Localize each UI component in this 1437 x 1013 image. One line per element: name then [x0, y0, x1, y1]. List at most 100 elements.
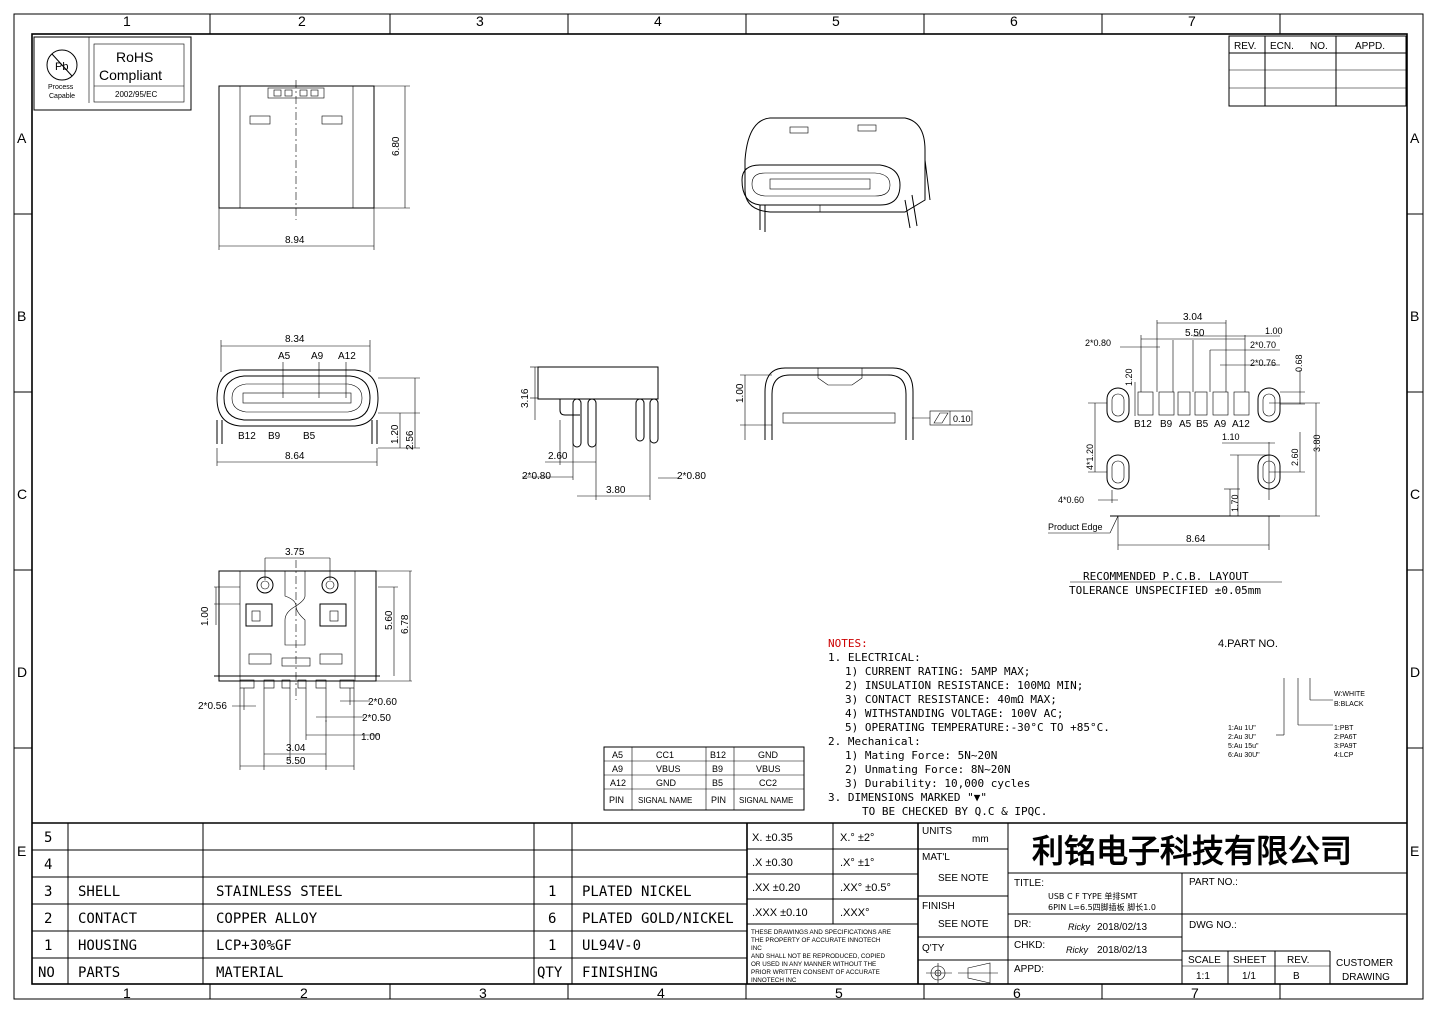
- bom-row3-material: STAINLESS STEEL: [216, 884, 342, 900]
- bottom-view: 3.75 6.78 5.60 1.00 2*0.56 2*0: [198, 547, 412, 770]
- row-a-label: A: [17, 130, 27, 146]
- dim-side-3-80: 3.80: [606, 485, 626, 496]
- projection-icon: [926, 962, 998, 984]
- col-6-label: 6: [1010, 13, 1018, 29]
- tol-x2: .XX ±0.20: [752, 882, 800, 894]
- chkd-label: CHKD:: [1014, 940, 1045, 951]
- qty-label: Q'TY: [922, 943, 945, 954]
- dim-bottom-3-04: 3.04: [286, 743, 306, 754]
- dr-label: DR:: [1014, 919, 1031, 930]
- bom-header-no: NO: [38, 965, 55, 981]
- tol-x3-deg: .XXX°: [840, 907, 869, 919]
- title-line-2: 6PIN L=6.5四脚插板 脚长1.0: [1048, 902, 1156, 912]
- note-line-4: 3) CONTACT RESISTANCE: 40mΩ MAX;: [845, 693, 1057, 706]
- bom-header-finish: FINISHING: [582, 965, 658, 981]
- pcb-dim-4-060: 4*0.60: [1058, 495, 1084, 505]
- units-value: mm: [972, 834, 989, 845]
- chkd-name: Ricky: [1066, 945, 1088, 955]
- rohs-capable: Capable: [49, 93, 75, 100]
- disclaimer-6: PRIOR WRITTEN CONSENT OF ACCURATE: [751, 969, 880, 976]
- dim-bottom-3-75: 3.75: [285, 547, 305, 558]
- dim-top-width: 8.94: [285, 235, 305, 246]
- col-7-label: 7: [1188, 13, 1196, 29]
- appd-label: APPD:: [1014, 964, 1044, 975]
- pin-table-r1c4: GND: [758, 750, 779, 760]
- bom-row1-finish: UL94V-0: [582, 938, 641, 954]
- bom-row2-part: CONTACT: [78, 911, 138, 927]
- title-block: UNITS mm MAT'L SEE NOTE FINISH SEE NOTE …: [918, 823, 1407, 984]
- pin-table-r2c4: VBUS: [756, 764, 781, 774]
- scale-value: 1:1: [1196, 971, 1210, 982]
- col-6-label-bottom: 6: [1013, 985, 1021, 1001]
- bom-row2-finish: PLATED GOLD/NICKEL: [582, 911, 734, 927]
- tol-x1: .X ±0.30: [752, 857, 793, 869]
- part-plat-2: 2:Au 3U": [1228, 734, 1256, 741]
- bom-row1-qty: 1: [548, 938, 556, 954]
- dim-side-pin-right: 2*0.80: [677, 471, 706, 482]
- pcb-pad-b9: B9: [1160, 419, 1173, 430]
- tol-x2-deg: .XX° ±0.5°: [840, 882, 891, 894]
- rohs-pb-symbol: Pb: [55, 61, 68, 73]
- front-pin-b12: B12: [238, 431, 256, 442]
- row-c-label-right: C: [1410, 486, 1420, 502]
- pcb-dim-5-50: 5.50: [1185, 328, 1205, 339]
- dim-side-2-60: 2.60: [548, 451, 568, 462]
- pin-table-r1c1: A5: [612, 750, 623, 760]
- pcb-dim-3-80: 3.80: [1312, 434, 1322, 452]
- pin-table-h4: SIGNAL NAME: [739, 796, 793, 805]
- finish-value: SEE NOTE: [938, 919, 989, 930]
- part-no-label: PART NO.:: [1189, 877, 1238, 888]
- pcb-dim-4-120: 4*1.20: [1085, 444, 1095, 470]
- matl-label: MAT'L: [922, 852, 950, 863]
- dim-side-pin-left: 2*0.80: [522, 471, 551, 482]
- front-view: 8.34 A5 A9 A12 B12 B9 B5 8.64 1.20 2.56: [216, 334, 420, 466]
- note-line-9: 2) Unmating Force: 8N~20N: [845, 763, 1011, 776]
- scale-label: SCALE: [1188, 955, 1221, 966]
- pcb-pad-a5: A5: [1179, 419, 1192, 430]
- sheet-value: 1/1: [1242, 971, 1256, 982]
- dim-bottom-5-60: 5.60: [384, 610, 395, 630]
- bom-row1-part: HOUSING: [78, 938, 137, 954]
- dim-bottom-2-050: 2*0.50: [362, 713, 391, 724]
- customer-drawing-2: DRAWING: [1342, 972, 1390, 983]
- pcb-pad-b5: B5: [1196, 419, 1209, 430]
- no-lead-icon: [46, 49, 78, 81]
- pin-table-h3: PIN: [711, 795, 726, 805]
- row-e-label: E: [17, 843, 26, 859]
- bom-row4-no: 4: [44, 857, 52, 873]
- dr-name: Ricky: [1068, 922, 1090, 932]
- tol-x-deg: X.° ±2°: [840, 832, 874, 844]
- pcb-dim-1-70: 1.70: [1230, 494, 1240, 512]
- bom-row2-material: COPPER ALLOY: [216, 911, 318, 927]
- note-line-11: 3. DIMENSIONS MARKED "▼": [828, 791, 987, 804]
- part-color-black: B:BLACK: [1334, 701, 1364, 708]
- pcb-dim-2-080: 2*0.80: [1085, 338, 1111, 348]
- pin-table: A5 CC1 B12 GND A9 VBUS B9 VBUS A12 GND B…: [603, 746, 805, 811]
- bom-row3-qty: 1: [548, 884, 556, 900]
- dim-front-bottom: 8.64: [285, 451, 305, 462]
- tol-x1-deg: .X° ±1°: [840, 857, 874, 869]
- bom-row3-part: SHELL: [78, 884, 120, 900]
- note-line-3: 2) INSULATION RESISTANCE: 100MΩ MIN;: [845, 679, 1083, 692]
- row-d-label: D: [17, 664, 27, 680]
- col-5-label-bottom: 5: [835, 985, 843, 1001]
- pin-table-r3c2: GND: [656, 778, 677, 788]
- part-plat-3: 5:Au 15u": [1228, 743, 1259, 750]
- notes-heading: NOTES:: [828, 637, 868, 650]
- note-line-8: 1) Mating Force: 5N~20N: [845, 749, 997, 762]
- col-4-label-bottom: 4: [657, 985, 665, 1001]
- finish-label: FINISH: [922, 901, 955, 912]
- customer-drawing-1: CUSTOMER: [1336, 958, 1393, 969]
- pcb-layout: 5.50 3.04 1.00 2*0.70 2*0.76 2*0.80 1.20…: [1048, 312, 1322, 597]
- rev-label: REV.: [1287, 955, 1309, 966]
- bom-header-part: PARTS: [78, 965, 120, 981]
- rev-header-ecn: ECN.: [1270, 41, 1294, 52]
- part-no-title: 4.PART NO.: [1218, 638, 1278, 650]
- dim-rear-h: 1.00: [735, 383, 746, 403]
- dim-top-height: 6.80: [391, 136, 402, 156]
- col-3-label-bottom: 3: [479, 985, 487, 1001]
- bom-row5-no: 5: [44, 830, 52, 846]
- part-plat-1: 1:Au 1U": [1228, 725, 1256, 732]
- disclaimer-3: INC: [751, 945, 762, 952]
